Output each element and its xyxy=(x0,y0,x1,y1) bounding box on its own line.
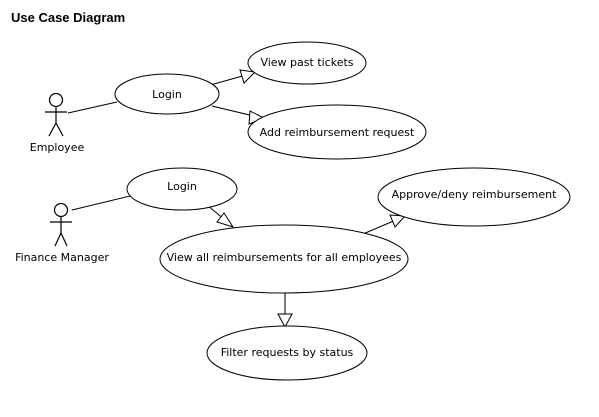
use-case-view-past-tickets: View past tickets xyxy=(247,41,367,85)
actor-finance-right-leg xyxy=(60,232,68,247)
link-employee-login xyxy=(67,101,118,114)
use-case-login-employee: Login xyxy=(114,73,220,115)
actor-finance-label: Finance Manager xyxy=(15,251,109,264)
actor-employee-right-leg xyxy=(55,122,64,137)
use-case-login-employee-label: Login xyxy=(152,88,182,101)
actor-employee-head xyxy=(48,92,64,108)
use-case-add-reimbursement-label: Add reimbursement request xyxy=(260,126,415,139)
actor-employee-left-leg xyxy=(48,122,57,137)
actor-finance-left-leg xyxy=(54,232,62,247)
use-case-view-all-reimbursements-label: View all reimbursements for all employee… xyxy=(167,251,402,264)
actor-finance-manager: Finance Manager xyxy=(15,202,109,264)
use-case-view-all-reimbursements: View all reimbursements for all employee… xyxy=(159,224,409,294)
use-case-view-past-tickets-label: View past tickets xyxy=(260,56,353,69)
use-case-login-finance-label: Login xyxy=(167,180,197,193)
link-finance-login xyxy=(71,195,131,211)
arrowhead-view-all xyxy=(216,212,235,228)
actor-employee: Employee xyxy=(30,92,85,154)
arrowhead-view-past xyxy=(239,69,257,84)
arrowhead-filter xyxy=(277,313,293,329)
use-case-filter-requests: Filter requests by status xyxy=(206,325,368,381)
actor-employee-label: Employee xyxy=(30,141,85,154)
use-case-login-finance: Login xyxy=(126,167,238,211)
arrowhead-approve xyxy=(389,214,407,228)
diagram-title: Use Case Diagram xyxy=(11,10,126,25)
use-case-approve-deny-label: Approve/deny reimbursement xyxy=(392,188,557,201)
use-case-add-reimbursement: Add reimbursement request xyxy=(247,104,427,160)
use-case-filter-requests-label: Filter requests by status xyxy=(221,346,354,359)
use-case-approve-deny: Approve/deny reimbursement xyxy=(377,167,571,227)
actor-finance-head xyxy=(53,202,69,218)
